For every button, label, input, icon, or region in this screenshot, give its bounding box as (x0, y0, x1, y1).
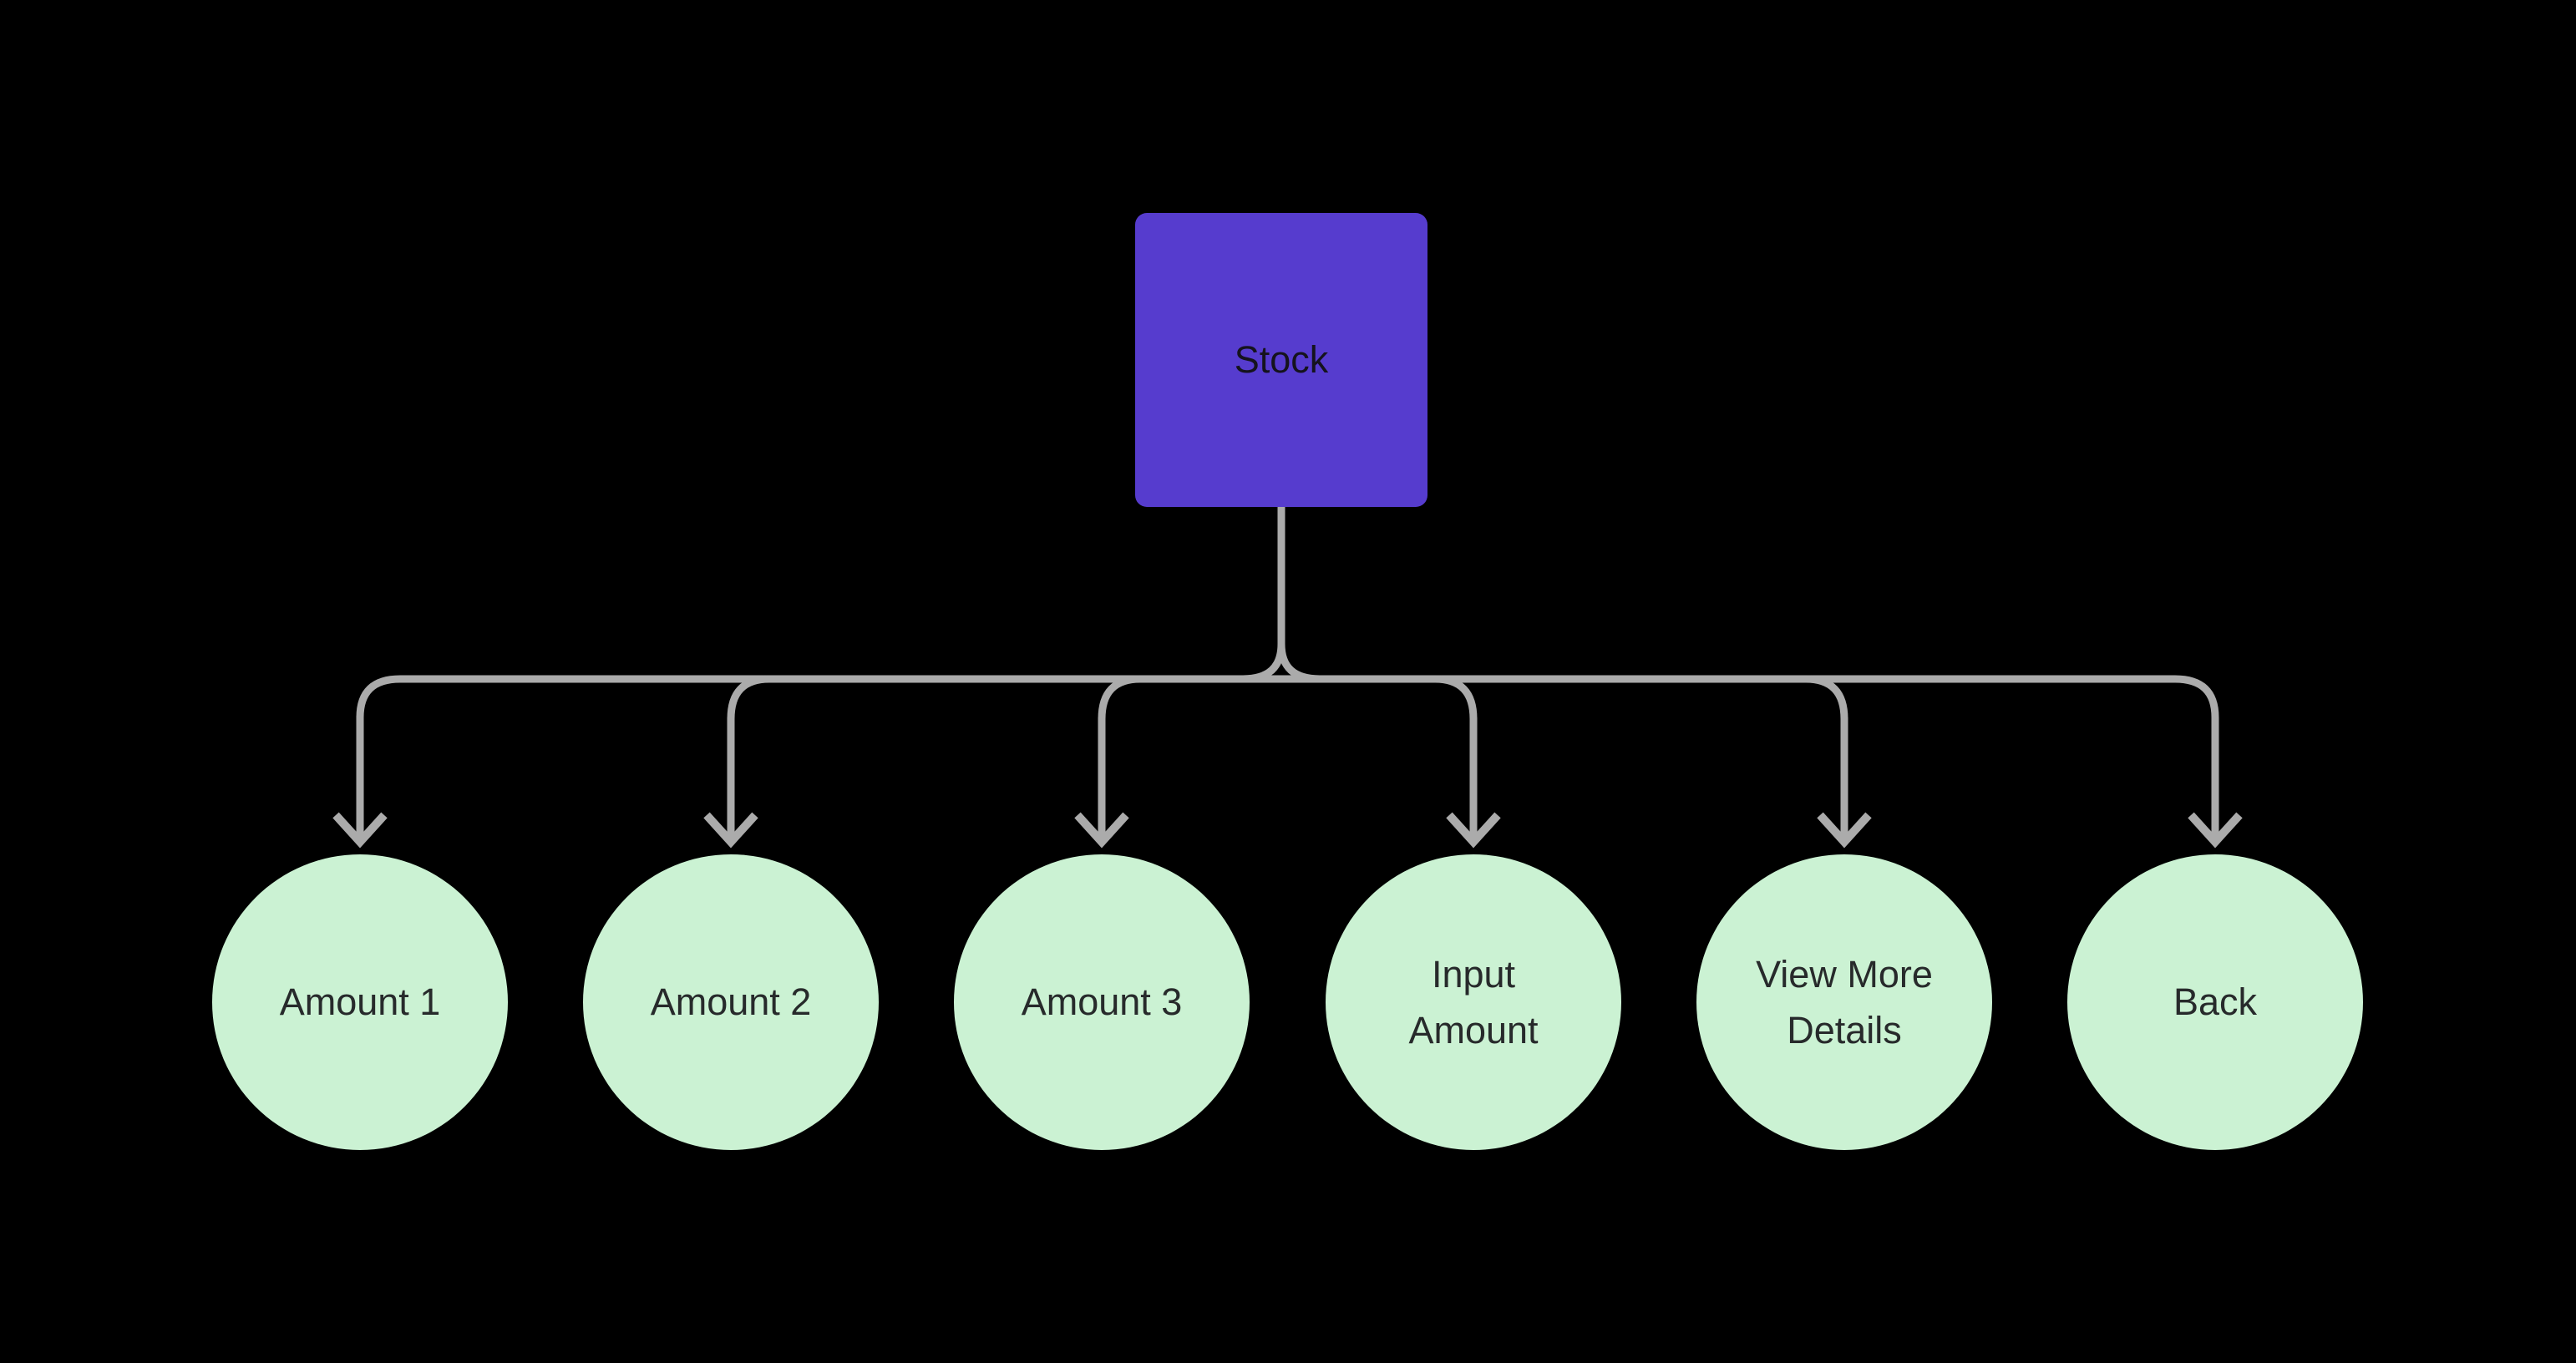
node-stock-label: Stock (1234, 338, 1329, 381)
node-input-amount-label: Input Amount (1408, 952, 1539, 1052)
arrow-down-icon (703, 812, 758, 849)
edge-branch-input-amount (1434, 675, 1478, 720)
node-amount-3[interactable]: Amount 3 (954, 854, 1250, 1150)
node-amount-1-label: Amount 1 (279, 980, 441, 1024)
node-stock[interactable]: Stock (1135, 213, 1427, 507)
arrow-down-icon (332, 812, 388, 849)
edge-rail (356, 675, 2219, 718)
arrow-down-icon (1817, 812, 1872, 849)
node-amount-2[interactable]: Amount 2 (583, 854, 879, 1150)
node-amount-2-label: Amount 2 (650, 980, 812, 1024)
arrow-down-icon (1074, 812, 1129, 849)
node-view-more-details-label: View More Details (1756, 952, 1933, 1052)
arrow-down-icon (2188, 812, 2243, 849)
edge-branch-amount-3 (1098, 675, 1141, 720)
node-back-label: Back (2173, 980, 2258, 1024)
node-input-amount[interactable]: Input Amount (1326, 854, 1621, 1150)
edge-branch-view-more-details (1805, 675, 1848, 720)
node-amount-1[interactable]: Amount 1 (212, 854, 508, 1150)
edge-trunk-split (1242, 643, 1321, 683)
edge-branch-amount-2 (727, 675, 770, 720)
node-view-more-details[interactable]: View More Details (1696, 854, 1992, 1150)
node-amount-3-label: Amount 3 (1021, 980, 1183, 1024)
arrow-down-icon (1446, 812, 1501, 849)
node-back[interactable]: Back (2067, 854, 2363, 1150)
